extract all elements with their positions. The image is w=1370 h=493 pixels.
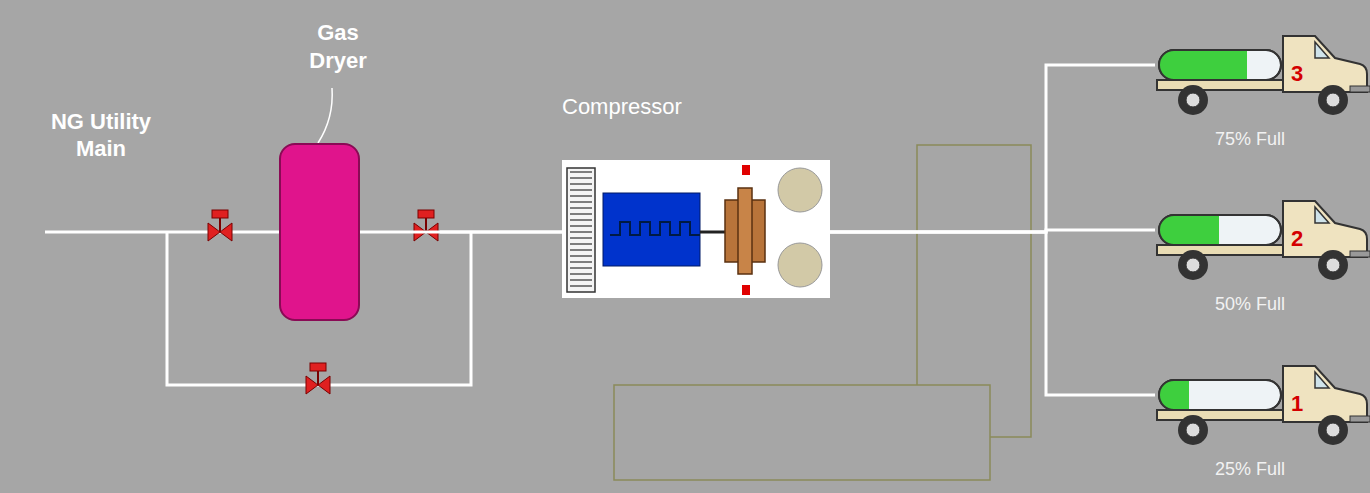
gas-dryer-vessel: Gas Dryer [279, 143, 360, 321]
truck-number: 3 [1291, 62, 1303, 86]
component-label: Compressor [562, 94, 682, 120]
gas-pipe [830, 232, 1155, 395]
fill-level-label: 75% Full [1155, 128, 1345, 150]
truck-number: 2 [1291, 227, 1303, 251]
gas-pipe [830, 65, 1155, 232]
component-label: Gas Dryer [293, 19, 383, 75]
cng-truck: 1 25% Full [1155, 358, 1370, 483]
supply-label: NG Utility Main [46, 108, 156, 162]
truck-illustration [1155, 358, 1370, 450]
cng-truck: 3 75% Full [1155, 28, 1370, 153]
gas-pipe [360, 232, 562, 233]
fill-level-label: 50% Full [1155, 293, 1345, 315]
compressor-unit: Compressor [562, 160, 830, 298]
truck-illustration [1155, 28, 1370, 120]
cng-truck: 2 50% Full [1155, 193, 1370, 318]
fill-level-label: 25% Full [1155, 458, 1345, 480]
truck-number: 1 [1291, 392, 1303, 416]
truck-illustration [1155, 193, 1370, 285]
